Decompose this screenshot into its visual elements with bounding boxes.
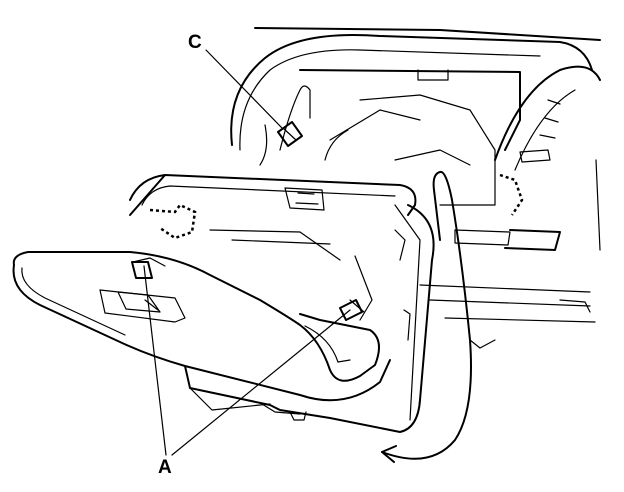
leader-lines-a — [143, 265, 351, 456]
callout-label-c: C — [188, 32, 202, 53]
dashboard-outline — [230, 27, 601, 349]
stop-a-left — [131, 261, 153, 279]
callout-label-a: A — [158, 457, 172, 478]
removal-arrow — [381, 170, 472, 463]
leader-line-c — [205, 49, 283, 129]
glove-box-door — [12, 251, 391, 421]
clip-c — [277, 85, 311, 151]
glove-box — [129, 174, 435, 433]
stop-a-right — [339, 299, 363, 321]
